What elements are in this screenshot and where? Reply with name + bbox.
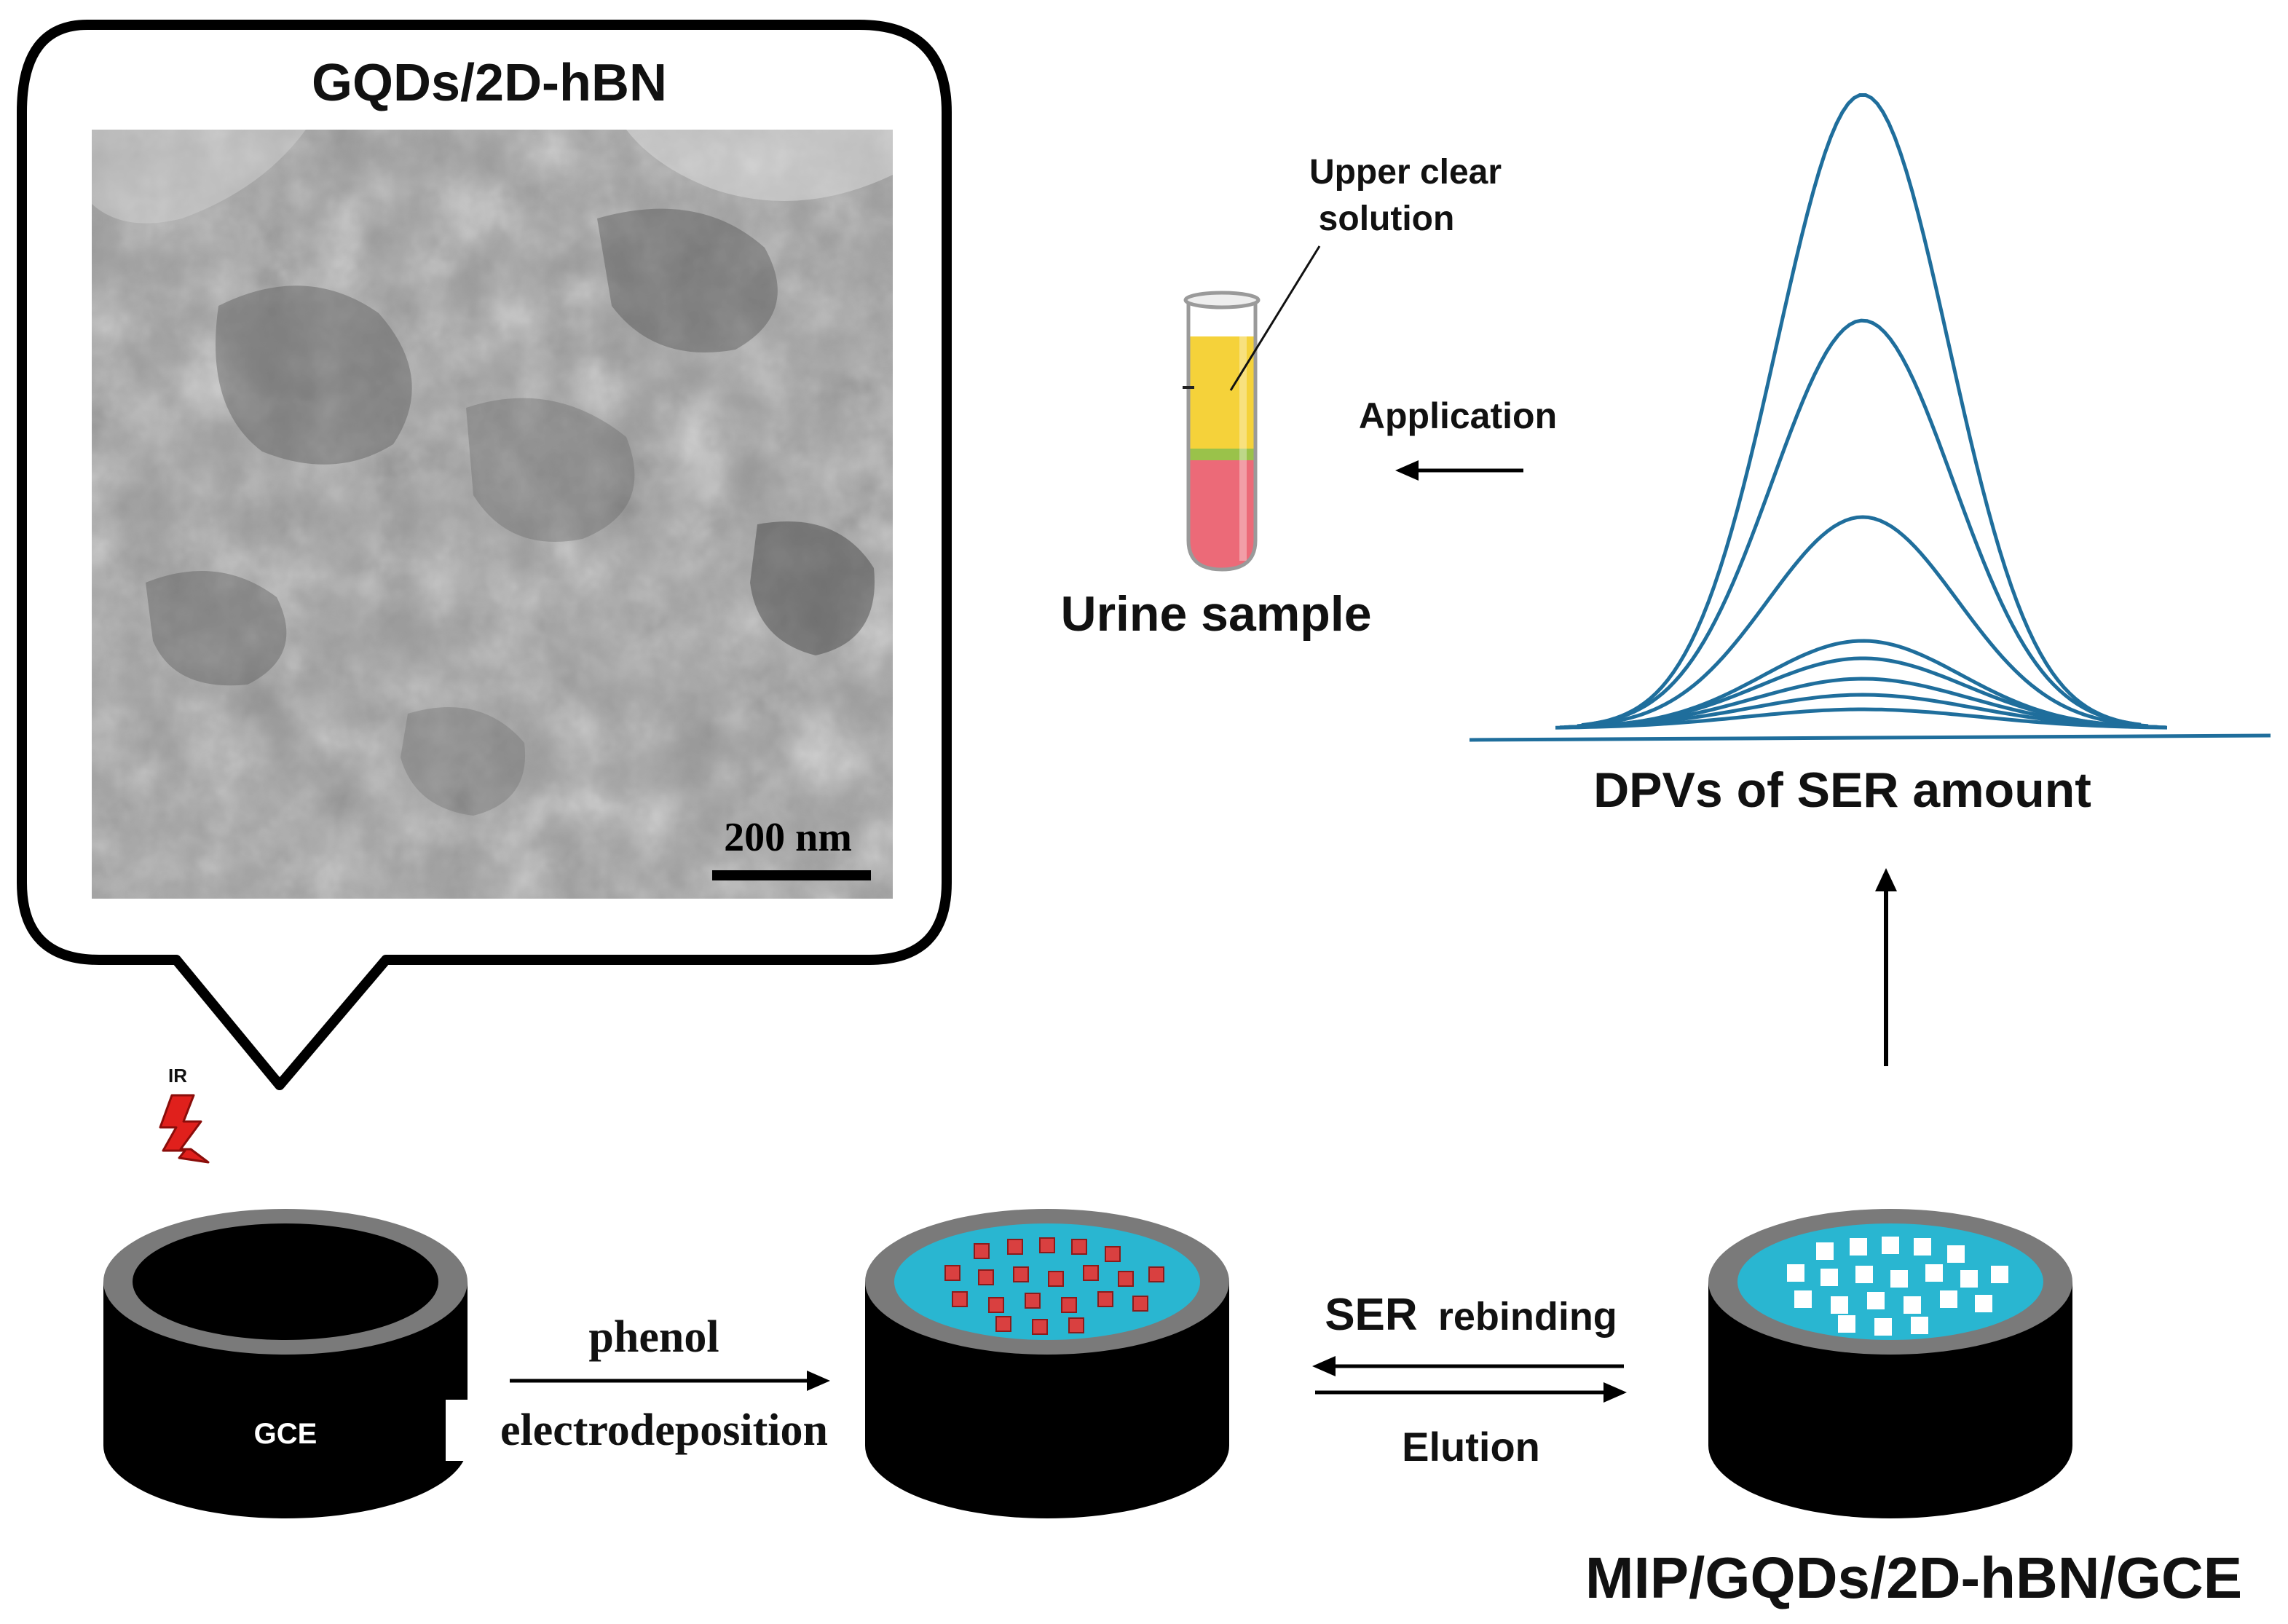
template-molecule xyxy=(995,1316,1011,1332)
gce-label: GCE xyxy=(254,1418,317,1450)
urine-tube: Upper clear solution Urine sample xyxy=(1060,153,1502,642)
imprinted-cavity xyxy=(1831,1296,1848,1314)
imprinted-cavity xyxy=(1911,1317,1928,1334)
imprinted-cavity xyxy=(1940,1290,1957,1308)
template-molecule xyxy=(978,1269,994,1285)
template-molecule xyxy=(1039,1237,1055,1253)
final-electrode-label: MIP/GQDs/2D-hBN/GCE xyxy=(1585,1545,2242,1610)
template-molecule xyxy=(1025,1293,1041,1309)
mip-electrode-with-template xyxy=(865,1209,1229,1518)
ir-lightning-icon: IR xyxy=(159,1065,210,1164)
imprinted-cavity xyxy=(1794,1290,1812,1308)
tube-callout-line xyxy=(1229,245,1321,391)
step1-bottom-label: electrodeposition xyxy=(500,1406,828,1455)
template-molecule xyxy=(988,1297,1004,1313)
template-molecule xyxy=(1083,1265,1099,1281)
template-molecule xyxy=(974,1243,990,1259)
imprinted-cavity xyxy=(1882,1237,1899,1254)
template-molecule xyxy=(1118,1271,1134,1287)
application-arrow: Application xyxy=(1359,395,1557,481)
step1-top-label: phenol xyxy=(588,1312,719,1362)
dpv-plot: DPVs of SER amount xyxy=(1469,93,2271,818)
imprinted-cavity xyxy=(1914,1238,1931,1256)
imprinted-cavity xyxy=(1855,1266,1873,1283)
template-molecules xyxy=(944,1237,1164,1335)
template-molecule xyxy=(1105,1246,1121,1262)
dpv-curves xyxy=(1555,93,2168,730)
step2-top-label: SER rebinding xyxy=(1325,1290,1617,1340)
imprinted-cavity xyxy=(1820,1269,1838,1286)
mip-electrode-with-cavities: MIP/GQDs/2D-hBN/GCE xyxy=(1585,1209,2242,1610)
dpv-caption: DPVs of SER amount xyxy=(1593,762,2091,818)
electrodeposition-arrow: phenol electrodeposition xyxy=(446,1312,883,1461)
dpv-baseline xyxy=(1469,733,2271,742)
dpv-curve xyxy=(1585,93,2140,727)
imprinted-cavity xyxy=(1890,1270,1908,1288)
tube-caption: Urine sample xyxy=(1060,586,1371,642)
tube-callout-label-line1: Upper clear xyxy=(1309,153,1502,192)
tube-interface xyxy=(1188,449,1255,462)
template-molecule xyxy=(1068,1317,1084,1333)
imprinted-cavity xyxy=(1838,1315,1855,1333)
tem-image: 200 nm xyxy=(92,130,893,899)
step2-ser: SER xyxy=(1325,1290,1417,1340)
template-molecule xyxy=(1148,1266,1164,1282)
template-molecule xyxy=(1132,1296,1148,1312)
template-molecule xyxy=(1048,1271,1064,1287)
template-molecule xyxy=(1007,1239,1023,1255)
scale-bar-label: 200 nm xyxy=(724,815,852,860)
imprinted-cavity xyxy=(1975,1295,1992,1312)
imprinted-cavities xyxy=(1787,1237,2008,1336)
up-arrow xyxy=(1875,868,1897,1066)
tube-upper-layer xyxy=(1188,336,1255,450)
tube-lower-layer xyxy=(1188,460,1255,569)
imprinted-cavity xyxy=(1960,1270,1978,1288)
dpv-curve xyxy=(1563,677,2159,729)
imprinted-cavity xyxy=(1787,1264,1804,1282)
template-molecule xyxy=(952,1291,968,1307)
imprinted-cavity xyxy=(1947,1245,1965,1263)
callout-title: GQDs/2D-hBN xyxy=(312,54,667,112)
dpv-curve xyxy=(1568,656,2158,729)
template-molecule xyxy=(1013,1266,1029,1282)
tem-callout: GQDs/2D-hBN 200 nm xyxy=(17,20,952,1090)
dpv-curve xyxy=(1555,707,2168,730)
rebinding-elution-arrows: SER rebinding Elution xyxy=(1312,1290,1627,1470)
bare-gce-electrode: GCE xyxy=(103,1209,468,1518)
tube-callout-label-line2: solution xyxy=(1319,200,1455,238)
step2-bottom-label: Elution xyxy=(1402,1424,1540,1470)
template-molecule xyxy=(944,1265,960,1281)
imprinted-cavity xyxy=(1925,1264,1943,1282)
imprinted-cavity xyxy=(1874,1318,1892,1336)
template-molecule xyxy=(1097,1291,1113,1307)
imprinted-cavity xyxy=(1904,1296,1921,1314)
imprinted-cavity xyxy=(1850,1238,1867,1256)
imprinted-cavity xyxy=(1816,1242,1834,1260)
ir-label: IR xyxy=(168,1065,187,1087)
template-molecule xyxy=(1071,1239,1087,1255)
application-label: Application xyxy=(1359,395,1557,436)
imprinted-cavity xyxy=(1991,1266,2008,1283)
template-molecule xyxy=(1061,1297,1077,1313)
dpv-curve xyxy=(1559,693,2166,730)
dpv-curve xyxy=(1581,318,2142,728)
step2-rebinding: rebinding xyxy=(1438,1295,1617,1339)
dpv-curve xyxy=(1577,515,2149,728)
imprinted-cavity xyxy=(1867,1292,1885,1309)
template-molecule xyxy=(1032,1319,1048,1335)
